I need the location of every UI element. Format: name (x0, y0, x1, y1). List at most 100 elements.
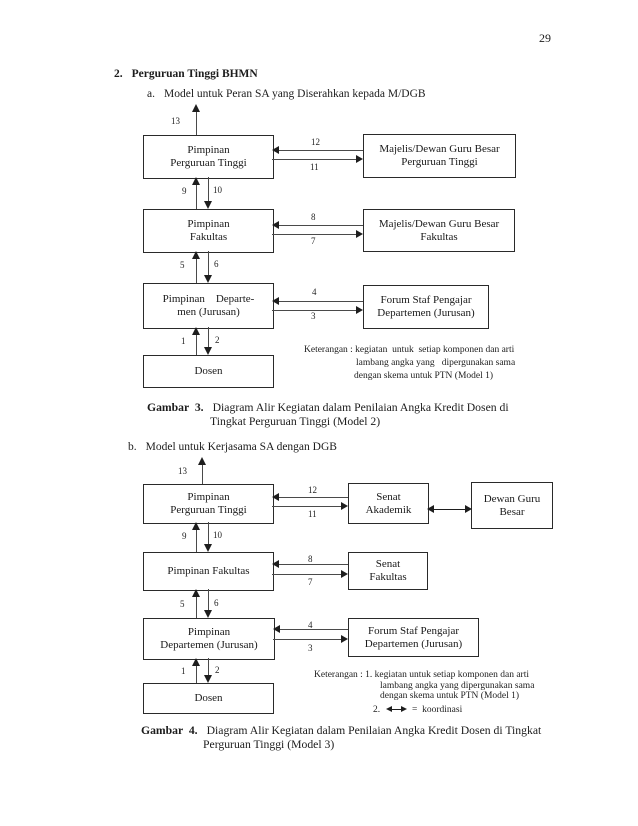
d2-arrow-8-line (279, 564, 348, 565)
section-heading-number: 2. (114, 68, 123, 80)
d2-arrow-4-line (280, 629, 348, 630)
section-heading-text: Perguruan Tinggi BHMN (131, 68, 258, 80)
d2-arrow-number-6: 6 (214, 598, 219, 608)
figure-4-caption-line2: Perguruan Tinggi (Model 3) (203, 738, 335, 751)
d2-arrow-11-line (272, 506, 341, 507)
double-arrow-left-head-icon (427, 505, 434, 513)
d1-arrow-9-head-icon (192, 177, 200, 185)
d2-arrow-13-head-icon (198, 457, 206, 465)
d1-arrow-7-line (272, 234, 356, 235)
d1-box-pimpinan-fakultas: Pimpinan Fakultas (143, 209, 274, 253)
d2-arrow-number-9: 9 (182, 531, 187, 541)
d2-box-pimpinan-perguruan-tinggi: Pimpinan Perguruan Tinggi (143, 484, 274, 524)
d1-arrow-12-head-icon (272, 146, 279, 154)
d2-keterangan-line1: Keterangan : 1. kegiatan untuk setiap ko… (314, 670, 530, 680)
d2-arrow-number-7: 7 (308, 577, 313, 587)
d1-arrow-8-head-icon (272, 221, 279, 229)
d1-arrow-6-line (208, 251, 209, 275)
d1-keterangan-line1: Keterangan : kegiatan untuk setiap kompo… (304, 345, 515, 355)
d1-arrow-number-4: 4 (312, 287, 317, 297)
subheading-b-number: b. (128, 441, 137, 453)
figure-4-caption-label: Gambar 4. (141, 724, 198, 737)
d2-arrow-3-line (273, 639, 341, 640)
subheading-a: a. Model untuk Peran SA yang Diserahkan … (147, 88, 426, 101)
d1-box-dosen: Dosen (143, 355, 274, 388)
d2-box-senat-akademik: Senat Akademik (348, 483, 429, 524)
figure-4-caption: Gambar 4. Diagram Alir Kegiatan dalam Pe… (141, 724, 541, 737)
d1-arrow-number-9: 9 (182, 186, 187, 196)
d2-box-pimpinan-fakultas: Pimpinan Fakultas (143, 552, 274, 591)
d2-arrow-13-line (202, 465, 203, 484)
d2-koordinasi-double-arrow-icon (427, 505, 472, 513)
d2-arrow-7-head-icon (341, 570, 348, 578)
d2-arrow-number-5: 5 (180, 599, 185, 609)
d1-arrow-1-head-icon (192, 327, 200, 335)
d1-box-majelis-perguruan-tinggi: Majelis/Dewan Guru Besar Perguruan Tingg… (363, 134, 516, 178)
d2-box-dewan-guru-besar: Dewan Guru Besar (471, 482, 553, 529)
d1-arrow-number-6: 6 (214, 259, 219, 269)
d1-arrow-1-line (196, 335, 197, 355)
subheading-a-number: a. (147, 88, 155, 100)
d1-arrow-2-line (208, 327, 209, 347)
subheading-b-text: Model untuk Kerjasama SA dengan DGB (145, 441, 337, 453)
d2-keterangan-item2-text: = koordinasi (412, 705, 463, 715)
koordinasi-double-arrow-icon (386, 706, 407, 712)
d1-arrow-13-line (196, 112, 197, 135)
d1-arrow-10-line (208, 177, 209, 201)
d1-arrow-number-10: 10 (213, 185, 222, 195)
d2-arrow-number-11: 11 (308, 509, 317, 519)
d2-box-dosen: Dosen (143, 683, 274, 714)
d1-arrow-number-5: 5 (180, 260, 185, 270)
subheading-b: b. Model untuk Kerjasama SA dengan DGB (128, 441, 337, 454)
d2-arrow-12-head-icon (272, 493, 279, 501)
d1-arrow-11-head-icon (356, 155, 363, 163)
d2-keterangan-line2: lambang angka yang dipergunakan sama (380, 681, 535, 691)
d2-arrow-1-line (196, 666, 197, 683)
mini-arrow-line (392, 708, 401, 710)
d2-keterangan-line3: dengan skema untuk PTN (Model 1) (380, 691, 520, 701)
d1-arrow-11-line (272, 159, 356, 160)
d2-arrow-6-head-icon (204, 610, 212, 618)
d2-keterangan-item2-number: 2. (373, 705, 381, 715)
d2-arrow-7-line (272, 574, 341, 575)
d1-arrow-number-12: 12 (311, 137, 320, 147)
d1-arrow-number-11: 11 (310, 162, 319, 172)
d1-arrow-number-2: 2 (215, 335, 220, 345)
d1-arrow-number-1: 1 (181, 336, 186, 346)
d1-arrow-3-line (272, 310, 356, 311)
d1-arrow-9-line (196, 185, 197, 209)
d1-arrow-number-7: 7 (311, 236, 316, 246)
d2-arrow-2-head-icon (204, 675, 212, 683)
figure-3-caption: Gambar 3. Diagram Alir Kegiatan dalam Pe… (147, 401, 509, 414)
d2-arrow-number-13: 13 (178, 466, 187, 476)
d2-arrow-number-12: 12 (308, 485, 317, 495)
page-number: 29 (539, 31, 551, 45)
d2-arrow-number-8: 8 (308, 554, 313, 564)
d2-arrow-1-head-icon (192, 658, 200, 666)
d2-arrow-10-line (208, 522, 209, 544)
d2-arrow-number-3: 3 (308, 643, 313, 653)
section-heading: 2. Perguruan Tinggi BHMN (114, 68, 258, 81)
d1-keterangan-line3: dengan skema untuk PTN (Model 1) (354, 371, 494, 381)
d1-keterangan-line2: lambang angka yang dipergunakan sama (356, 358, 516, 368)
d1-arrow-number-3: 3 (311, 311, 316, 321)
d1-box-pimpinan-perguruan-tinggi: Pimpinan Perguruan Tinggi (143, 135, 274, 179)
mini-arrow-left-head-icon (386, 706, 392, 712)
d1-arrow-4-line (279, 301, 363, 302)
d2-arrow-number-10: 10 (213, 530, 222, 540)
d1-box-forum-staf: Forum Staf Pengajar Departemen (Jurusan) (363, 285, 489, 329)
d1-arrow-6-head-icon (204, 275, 212, 283)
d2-arrow-2-line (208, 658, 209, 675)
d2-arrow-number-1: 1 (181, 666, 186, 676)
d1-arrow-7-head-icon (356, 230, 363, 238)
d2-arrow-4-head-icon (273, 625, 280, 633)
d2-arrow-8-head-icon (272, 560, 279, 568)
d2-arrow-number-4: 4 (308, 620, 313, 630)
d1-arrow-12-line (279, 150, 363, 151)
d2-arrow-12-line (279, 497, 348, 498)
d1-arrow-13-head-icon (192, 104, 200, 112)
d1-arrow-4-head-icon (272, 297, 279, 305)
d1-arrow-10-head-icon (204, 201, 212, 209)
d2-arrow-11-head-icon (341, 502, 348, 510)
